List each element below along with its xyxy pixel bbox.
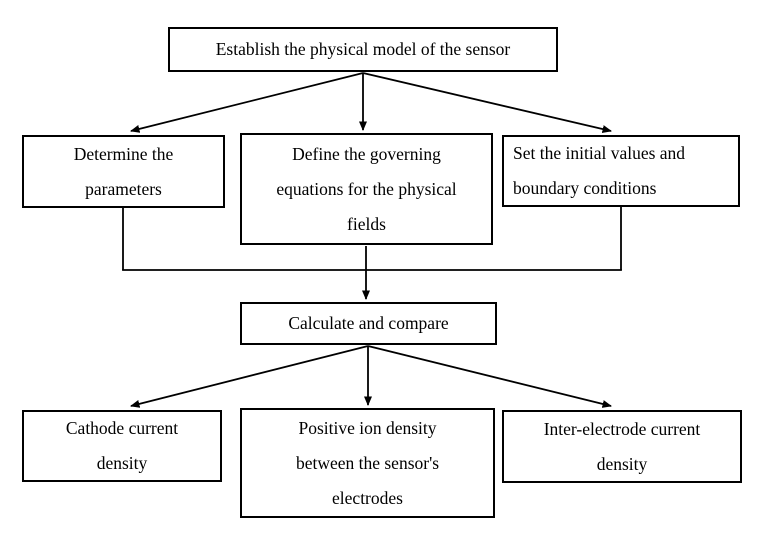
arrow-establish-to-parameters	[130, 72, 364, 133]
node-cathode-current-density: Cathode current density	[22, 410, 222, 482]
node-establish-physical-model: Establish the physical model of the sens…	[168, 27, 558, 72]
arrow-calculate-to-inter	[367, 345, 612, 408]
arrow-calculate-to-cathode	[130, 345, 369, 408]
node-governing-equations: Define the governing equations for the p…	[240, 133, 493, 245]
node-determine-parameters: Determine the parameters	[22, 135, 225, 208]
node-calculate-compare: Calculate and compare	[240, 302, 497, 345]
node-initial-boundary-conditions: Set the initial values and boundary cond…	[502, 135, 740, 207]
node-inter-electrode-current-density: Inter-electrode current density	[502, 410, 742, 483]
arrow-establish-to-initial	[362, 72, 612, 133]
node-positive-ion-density: Positive ion density between the sensor'…	[240, 408, 495, 518]
